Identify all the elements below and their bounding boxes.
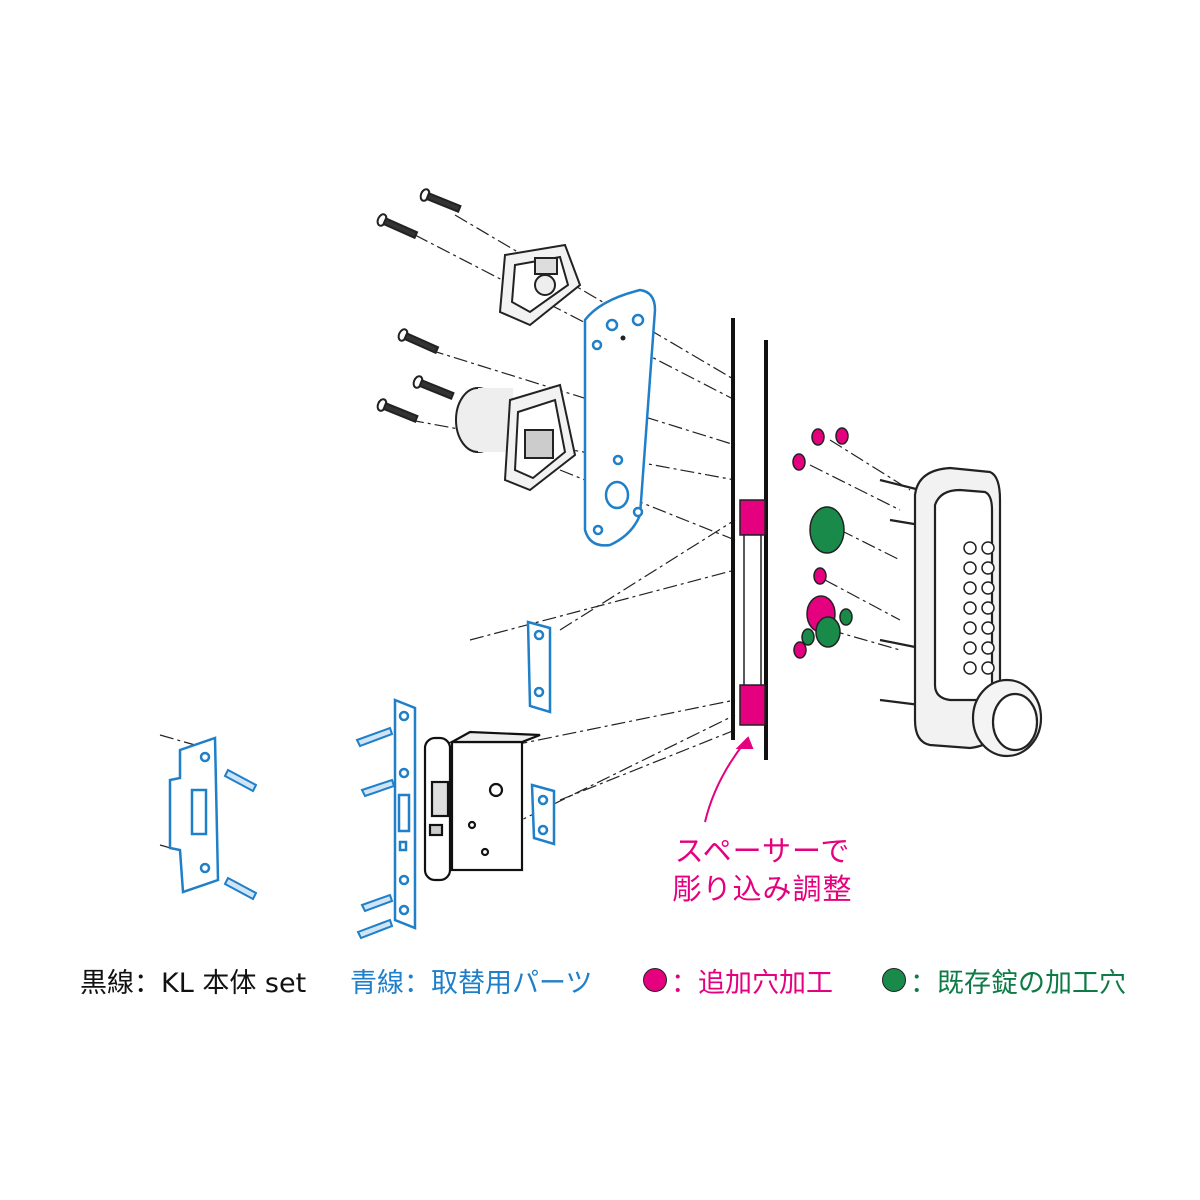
legend-pink-holes: ：追加穴加工: [643, 962, 833, 999]
replacement-front-plate: [393, 698, 417, 930]
door-edge: [731, 318, 768, 760]
keypad-buttons: [963, 541, 995, 675]
front-plate-screws: [355, 726, 396, 940]
pink-dot-icon: [643, 968, 667, 992]
screw: [376, 398, 419, 423]
keypad-lock-body: [879, 466, 1043, 758]
legend-blue-lines: 青線：取替用パーツ: [350, 962, 593, 999]
green-dot-icon: [882, 968, 906, 992]
lower-rosette-assembly: [376, 328, 577, 492]
upper-rosette-assembly: [376, 188, 582, 327]
annotation-arrow: [704, 736, 754, 823]
replacement-strike-plate: [168, 736, 220, 894]
screw: [376, 213, 419, 240]
legend-green-label: ：既存錠の加工穴: [910, 967, 1126, 999]
strike-plate-screws: [223, 768, 258, 901]
legend-black-lines: 黒線：KL 本体 set: [80, 962, 307, 999]
spacers: [739, 499, 766, 726]
replacement-backplate: [583, 288, 657, 547]
replacement-strike-clips: [526, 620, 556, 846]
legend-green-holes: ：既存錠の加工穴: [882, 962, 1126, 999]
hole-markers: [792, 427, 853, 659]
spacer-annotation: スペーサーで 彫り込み調整: [660, 832, 865, 908]
legend-pink-label: ：追加穴加工: [671, 967, 833, 999]
screw: [412, 375, 455, 400]
legend-blue-label: 青線：取替用パーツ: [350, 967, 593, 999]
mortise-body: [423, 730, 541, 882]
legend-black-label: 黒線：KL 本体 set: [80, 967, 307, 999]
screw: [397, 328, 440, 355]
screw: [419, 188, 462, 213]
annotation-line-1: スペーサーで: [674, 834, 851, 868]
annotation-line-2: 彫り込み調整: [672, 872, 853, 906]
